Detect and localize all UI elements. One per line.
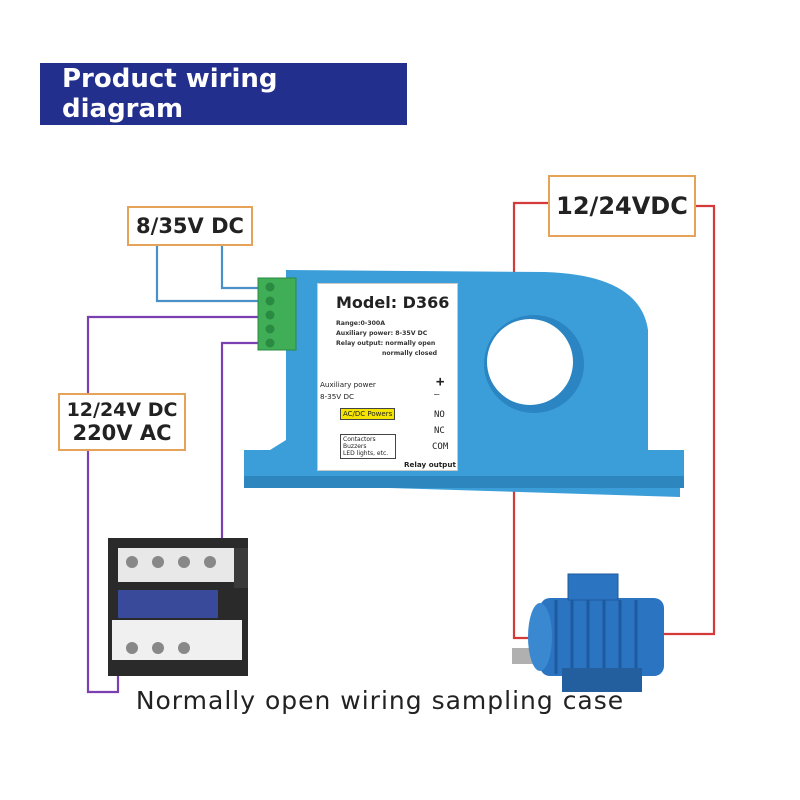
load-contactors: Contactors [343, 436, 376, 443]
wire-red-right [640, 204, 716, 636]
spec-relay-output: Relay output: normally open [336, 340, 436, 347]
aux-power-text: Auxiliary power [320, 380, 376, 389]
terminal-block [257, 277, 297, 351]
wire-aux-power-2 [220, 246, 262, 290]
wire-purple-right [220, 341, 262, 548]
sensor-info-panel: Model: D366 Range:0-300A Auxiliary power… [317, 283, 458, 471]
load-led-lights: LED lights, etc. [343, 450, 389, 457]
motor [512, 573, 664, 692]
terminal-nc: NC [434, 426, 445, 436]
spec-aux-power: Auxiliary power: 8-35V DC [336, 330, 428, 337]
sensor-hole [487, 319, 573, 405]
diagram-caption: Normally open wiring sampling case [135, 686, 625, 715]
load-buzzers: Buzzers [343, 443, 367, 450]
page-title: Product wiring diagram [40, 63, 407, 125]
terminal-no: NO [434, 410, 445, 420]
terminal-minus: — [434, 390, 440, 400]
terminal-com: COM [432, 442, 449, 452]
spec-range: Range:0-300A [336, 320, 386, 327]
contactor-voltage-line1: 12/24V DC [66, 399, 178, 421]
loads-box: Contactors Buzzers LED lights, etc. [340, 434, 396, 459]
current-sensor [244, 270, 684, 497]
ac-dc-powers-label: AC/DC Powers [340, 408, 396, 420]
terminal-plus: + [436, 374, 445, 390]
wire-aux-power-1 [155, 246, 262, 303]
spec-relay-output-2: normally closed [382, 350, 438, 357]
motor-voltage-label: 12/24VDC [548, 175, 696, 237]
aux-voltage-text: 8-35V DC [320, 392, 355, 401]
contactor-voltage-label: 12/24V DC 220V AC [58, 393, 186, 451]
contactor-voltage-line2: 220V AC [72, 421, 172, 445]
aux-power-voltage-label: 8/35V DC [127, 206, 253, 246]
contactor [108, 538, 248, 676]
relay-output-label: Relay output [404, 460, 456, 469]
model-name: Model: D366 [336, 293, 450, 312]
